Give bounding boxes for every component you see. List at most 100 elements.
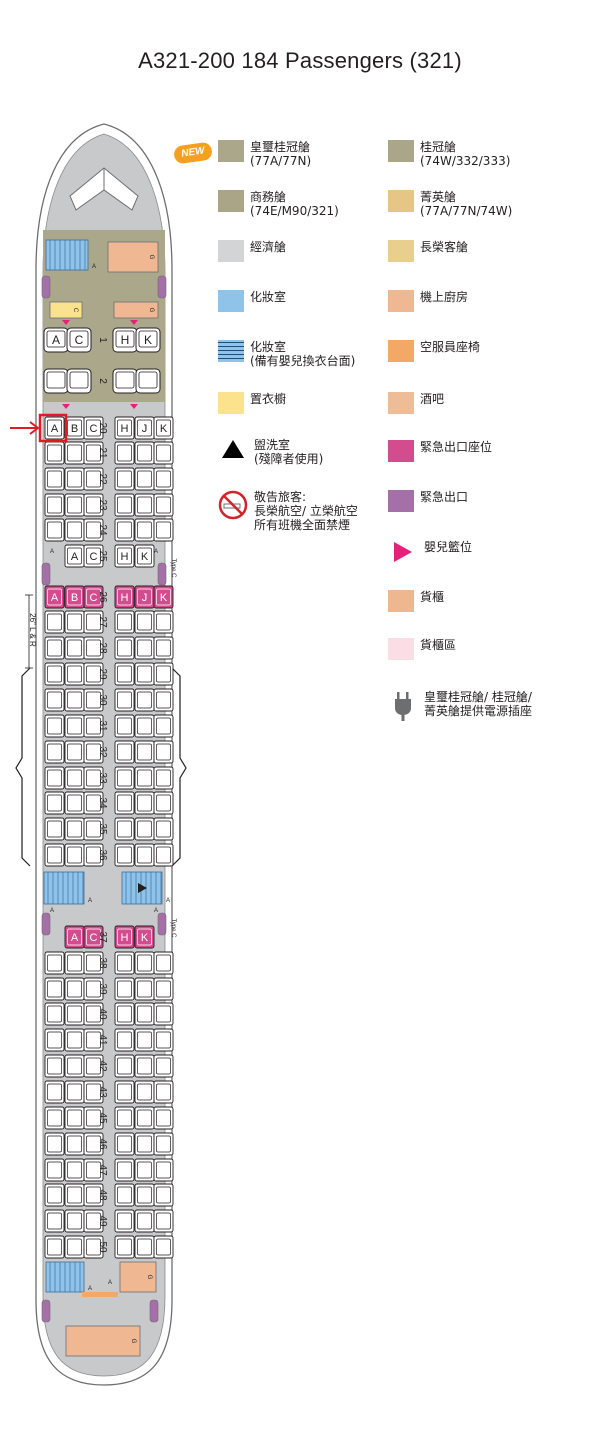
- economy-seat[interactable]: [153, 493, 174, 517]
- economy-seat[interactable]: [64, 662, 85, 686]
- economy-seat[interactable]: [64, 714, 85, 738]
- economy-seat[interactable]: [114, 714, 135, 738]
- economy-seat[interactable]: [134, 766, 155, 790]
- economy-seat[interactable]: [153, 714, 174, 738]
- economy-seat[interactable]: [114, 636, 135, 660]
- economy-seat[interactable]: [83, 662, 104, 686]
- economy-seat[interactable]: C: [83, 416, 104, 440]
- economy-seat[interactable]: [83, 467, 104, 491]
- economy-seat[interactable]: [134, 1080, 155, 1104]
- economy-seat[interactable]: [134, 740, 155, 764]
- economy-seat[interactable]: [153, 791, 174, 815]
- economy-seat[interactable]: [134, 610, 155, 634]
- economy-seat[interactable]: [153, 1132, 174, 1156]
- economy-seat[interactable]: [114, 766, 135, 790]
- economy-seat[interactable]: [114, 610, 135, 634]
- economy-seat[interactable]: [134, 1209, 155, 1233]
- economy-seat[interactable]: [83, 1235, 104, 1259]
- economy-seat[interactable]: [44, 610, 65, 634]
- business-seat[interactable]: [112, 368, 138, 394]
- economy-seat[interactable]: [153, 662, 174, 686]
- economy-seat[interactable]: [134, 1002, 155, 1026]
- economy-seat[interactable]: [153, 688, 174, 712]
- economy-seat[interactable]: [153, 740, 174, 764]
- economy-seat[interactable]: H: [114, 416, 135, 440]
- exit-row-seat[interactable]: J: [134, 585, 155, 609]
- economy-seat[interactable]: [83, 610, 104, 634]
- economy-seat[interactable]: [64, 518, 85, 542]
- economy-seat[interactable]: [114, 1028, 135, 1052]
- economy-seat[interactable]: [44, 467, 65, 491]
- economy-seat[interactable]: [44, 1209, 65, 1233]
- economy-seat[interactable]: [153, 467, 174, 491]
- economy-seat[interactable]: [83, 1132, 104, 1156]
- economy-seat[interactable]: [83, 1209, 104, 1233]
- economy-seat[interactable]: [153, 1002, 174, 1026]
- exit-row-seat[interactable]: C: [83, 585, 104, 609]
- economy-seat[interactable]: [83, 843, 104, 867]
- economy-seat[interactable]: [153, 843, 174, 867]
- exit-row-seat[interactable]: H: [114, 585, 135, 609]
- economy-seat[interactable]: [44, 791, 65, 815]
- business-seat[interactable]: [135, 368, 161, 394]
- economy-seat[interactable]: [114, 977, 135, 1001]
- economy-seat[interactable]: [134, 662, 155, 686]
- economy-seat[interactable]: [134, 817, 155, 841]
- economy-seat[interactable]: [64, 1209, 85, 1233]
- economy-seat[interactable]: [134, 518, 155, 542]
- economy-seat[interactable]: [153, 1158, 174, 1182]
- economy-seat[interactable]: [153, 1054, 174, 1078]
- economy-seat[interactable]: [153, 1028, 174, 1052]
- economy-seat[interactable]: [44, 1054, 65, 1078]
- economy-seat[interactable]: [153, 977, 174, 1001]
- economy-seat[interactable]: [114, 688, 135, 712]
- economy-seat[interactable]: [134, 714, 155, 738]
- economy-seat[interactable]: A: [64, 544, 85, 568]
- economy-seat[interactable]: [64, 1183, 85, 1207]
- economy-seat[interactable]: [134, 1183, 155, 1207]
- business-seat[interactable]: C: [66, 327, 92, 353]
- economy-seat[interactable]: [44, 766, 65, 790]
- economy-seat[interactable]: [64, 1235, 85, 1259]
- economy-seat[interactable]: [44, 518, 65, 542]
- economy-seat[interactable]: [83, 766, 104, 790]
- economy-seat[interactable]: [44, 1028, 65, 1052]
- economy-seat[interactable]: [64, 817, 85, 841]
- economy-seat[interactable]: [44, 1183, 65, 1207]
- economy-seat[interactable]: [44, 1158, 65, 1182]
- economy-seat[interactable]: [44, 977, 65, 1001]
- economy-seat[interactable]: [114, 1054, 135, 1078]
- economy-seat[interactable]: [44, 951, 65, 975]
- economy-seat[interactable]: [64, 951, 85, 975]
- exit-row-seat[interactable]: A: [44, 585, 65, 609]
- business-seat[interactable]: A: [43, 327, 69, 353]
- economy-seat[interactable]: [44, 1002, 65, 1026]
- economy-seat[interactable]: [83, 1158, 104, 1182]
- economy-seat[interactable]: [64, 766, 85, 790]
- economy-seat[interactable]: [83, 1080, 104, 1104]
- business-seat[interactable]: [66, 368, 92, 394]
- economy-seat[interactable]: [134, 1235, 155, 1259]
- economy-seat[interactable]: [134, 467, 155, 491]
- economy-seat[interactable]: [114, 662, 135, 686]
- exit-row-seat[interactable]: C: [83, 925, 104, 949]
- economy-seat[interactable]: [153, 1235, 174, 1259]
- economy-seat[interactable]: [114, 1235, 135, 1259]
- economy-seat[interactable]: [64, 977, 85, 1001]
- economy-seat[interactable]: [64, 493, 85, 517]
- economy-seat[interactable]: [83, 688, 104, 712]
- economy-seat[interactable]: [153, 636, 174, 660]
- business-seat[interactable]: K: [135, 327, 161, 353]
- exit-row-seat[interactable]: A: [64, 925, 85, 949]
- economy-seat[interactable]: [83, 1183, 104, 1207]
- economy-seat[interactable]: K: [153, 416, 174, 440]
- economy-seat[interactable]: [64, 688, 85, 712]
- economy-seat[interactable]: [114, 518, 135, 542]
- economy-seat[interactable]: [83, 518, 104, 542]
- economy-seat[interactable]: [44, 1235, 65, 1259]
- exit-row-seat[interactable]: K: [134, 925, 155, 949]
- economy-seat[interactable]: [153, 951, 174, 975]
- economy-seat[interactable]: [134, 1132, 155, 1156]
- economy-seat[interactable]: [83, 493, 104, 517]
- economy-seat[interactable]: [134, 636, 155, 660]
